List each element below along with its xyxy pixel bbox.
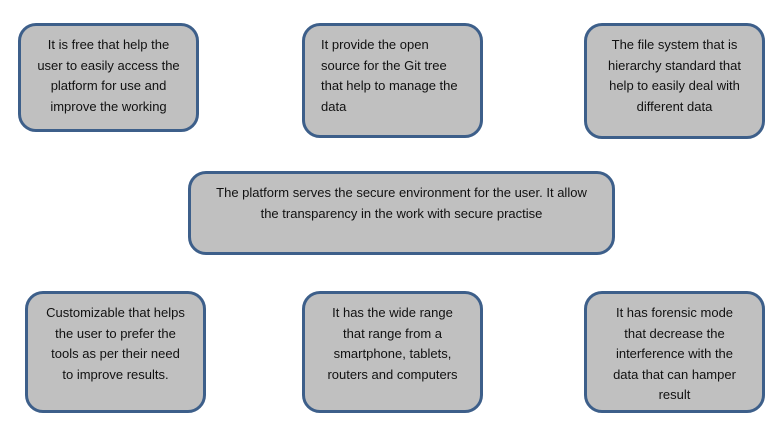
feature-text: It has the wide range that range from a … — [327, 305, 458, 382]
feature-text: It has forensic mode that decrease the i… — [613, 305, 736, 402]
feature-text: It provide the open source for the Git t… — [321, 37, 458, 114]
feature-text: The file system that is hierarchy standa… — [608, 37, 741, 114]
feature-box-file-system: The file system that is hierarchy standa… — [584, 23, 765, 139]
feature-text: Customizable that helps the user to pref… — [46, 305, 185, 382]
feature-box-open-source-git: It provide the open source for the Git t… — [302, 23, 483, 138]
central-box-secure-platform: The platform serves the secure environme… — [188, 171, 615, 255]
feature-box-customizable: Customizable that helps the user to pref… — [25, 291, 206, 413]
central-text: The platform serves the secure environme… — [216, 185, 587, 221]
feature-text: It is free that help the user to easily … — [37, 37, 180, 114]
feature-box-forensic-mode: It has forensic mode that decrease the i… — [584, 291, 765, 413]
feature-box-wide-range: It has the wide range that range from a … — [302, 291, 483, 413]
feature-box-free-access: It is free that help the user to easily … — [18, 23, 199, 132]
